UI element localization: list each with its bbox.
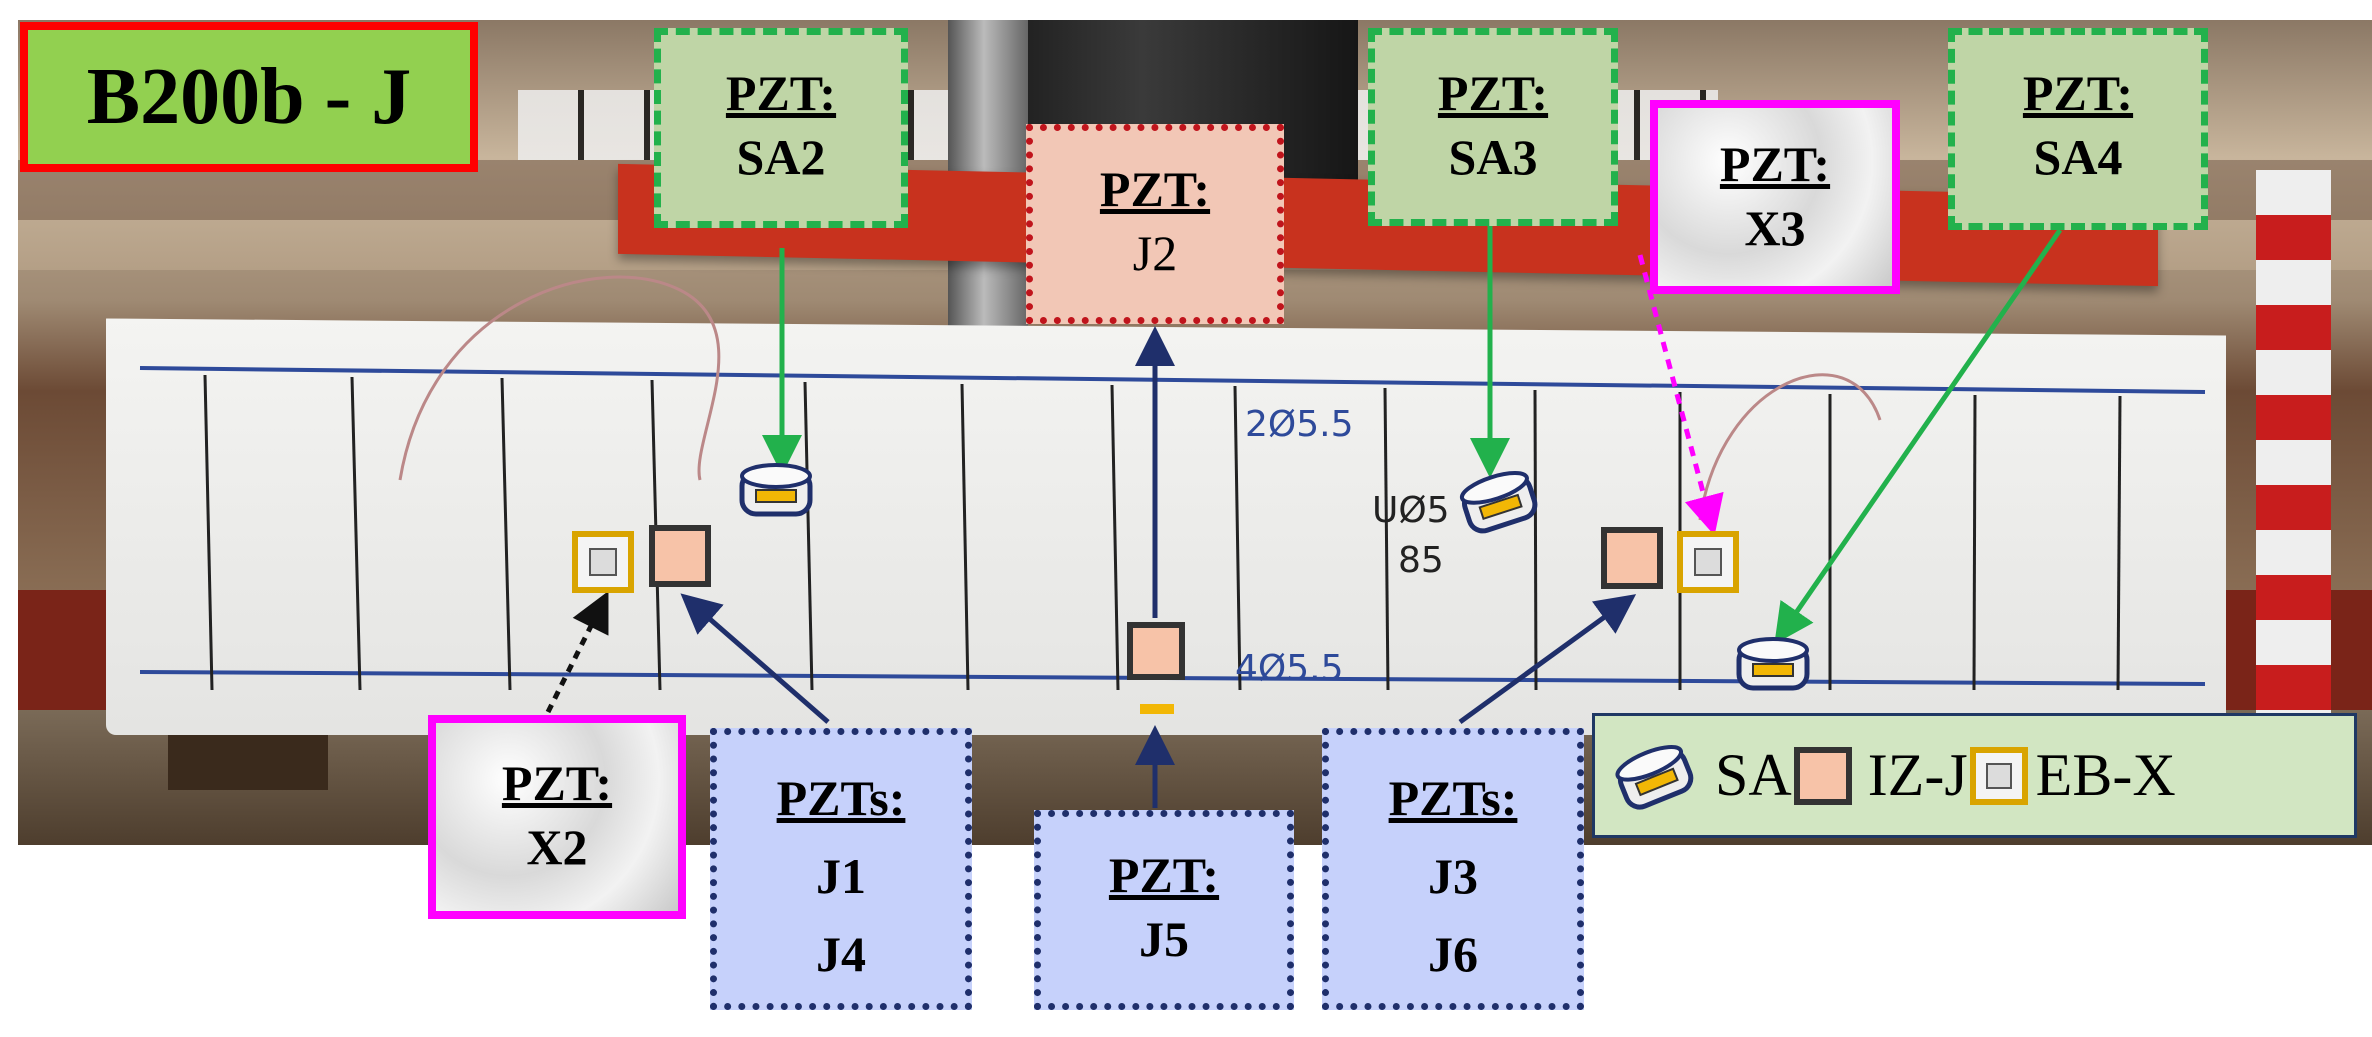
ebx-legend-icon [1969, 746, 2028, 805]
stirrup-lines [203, 374, 2122, 691]
stirrup [1110, 384, 1120, 691]
label-j2-value: J2 [1132, 225, 1178, 281]
label-x2-title: PZT: [501, 755, 613, 811]
sensor-wire [1698, 373, 1882, 521]
label-sa4-value: SA4 [2033, 129, 2123, 185]
stirrup [803, 381, 814, 691]
arrow-j1-j4 [680, 593, 830, 724]
beam-marking-stirrup: UØ5 [1372, 490, 1450, 531]
legend: SA IZ-J EB-X [1592, 713, 2357, 838]
legend-item-ebx: EB-X [1968, 741, 2176, 810]
label-j5-value: J5 [1139, 911, 1189, 967]
label-j3-j6-title: PZTs: [1388, 770, 1518, 826]
sensor-wire [398, 275, 721, 481]
izj-sensors [649, 525, 1663, 680]
stirrup [1383, 387, 1390, 691]
label-x3: PZT: X3 [1650, 100, 1900, 294]
label-j3-j6: PZTs: J3 J6 [1322, 728, 1584, 1010]
label-j1-j4-value-1: J1 [816, 848, 866, 904]
beam-marking-top: 2Ø5.5 [1245, 404, 1354, 445]
label-x3-title: PZT: [1719, 136, 1831, 192]
arrow-x2 [545, 591, 609, 714]
stirrup [203, 374, 214, 691]
sa-strip-j5 [1140, 704, 1174, 714]
measuring-staff [2256, 170, 2331, 730]
stirrup [350, 376, 362, 691]
arrow-j3-j6 [1458, 594, 1637, 725]
stirrup [960, 383, 970, 691]
label-sa2: PZT: SA2 [654, 28, 908, 228]
legend-item-izj: IZ-J [1792, 741, 1968, 810]
arrow-x3 [1637, 254, 1724, 536]
beam-marking-bottom: 4Ø5.5 [1235, 648, 1344, 689]
arrow-sa4 [1774, 228, 2063, 645]
stirrup [2116, 395, 2122, 691]
ebx-sensor-x3 [1677, 531, 1739, 593]
sa-sensor-sa4 [1736, 637, 1810, 691]
label-sa3: PZT: SA3 [1368, 28, 1618, 226]
label-x3-value: X3 [1744, 200, 1806, 256]
specimen-title: B200b - J [20, 22, 478, 172]
legend-item-sa: SA [1611, 736, 1792, 816]
label-x2-value: X2 [526, 819, 588, 875]
stirrup [1233, 385, 1242, 691]
izj-sensor-j5 [1127, 622, 1185, 680]
label-j5-title: PZT: [1108, 847, 1220, 903]
legend-label-ebx: EB-X [2035, 742, 2176, 808]
stirrup [1533, 389, 1538, 691]
legend-label-izj: IZ-J [1867, 742, 1968, 808]
label-sa4-title: PZT: [2022, 65, 2134, 121]
label-j3-j6-value-2: J6 [1428, 926, 1478, 982]
ebx-sensor-x2 [572, 531, 634, 593]
label-j5: PZT: J5 [1034, 810, 1294, 1010]
label-j1-j4: PZTs: J1 J4 [710, 728, 972, 1010]
stirrup [500, 377, 512, 691]
sa-sensor-sa2 [739, 463, 813, 517]
label-sa2-value: SA2 [736, 129, 826, 185]
sa-legend-icon [1615, 744, 1694, 810]
legend-label-sa: SA [1715, 742, 1792, 808]
izj-sensor-j3-j6 [1601, 527, 1663, 589]
label-sa4: PZT: SA4 [1948, 28, 2208, 230]
label-sa3-title: PZT: [1437, 65, 1549, 121]
beam-marking-spacing: 85 [1398, 540, 1444, 581]
top-rebar-line [139, 366, 2206, 394]
label-x2: PZT: X2 [428, 715, 686, 919]
stirrup [1972, 394, 1977, 691]
sa-sensor-sa3 [1459, 471, 1538, 534]
label-j2: PZT: J2 [1026, 124, 1284, 324]
izj-sensor-j1-j4 [649, 525, 711, 587]
label-j1-j4-title: PZTs: [776, 770, 906, 826]
label-j3-j6-value-1: J3 [1428, 848, 1478, 904]
label-j1-j4-value-2: J4 [816, 926, 866, 982]
label-sa2-title: PZT: [725, 65, 837, 121]
label-sa3-value: SA3 [1448, 129, 1538, 185]
izj-legend-icon [1793, 746, 1852, 805]
label-j2-title: PZT: [1099, 161, 1211, 217]
